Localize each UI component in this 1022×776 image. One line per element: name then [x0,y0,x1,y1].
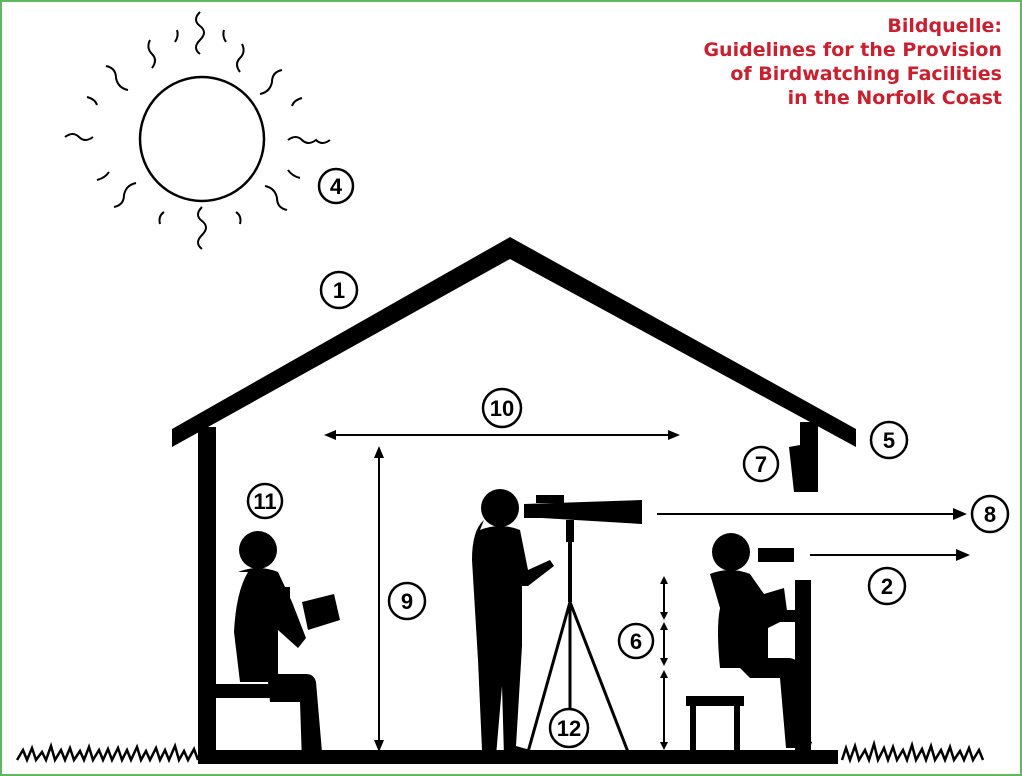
source-caption: Bildquelle: Guidelines for the Provision… [703,14,1002,110]
telescope [524,495,642,753]
label-5: 5 [869,420,909,460]
dimension-9-arrow [374,446,384,752]
view-line-2-arrow [810,549,970,561]
label-7: 7 [742,445,780,483]
stool-top [686,696,744,706]
view-line-8-arrow [657,508,967,520]
standing-observer-figure [472,489,554,756]
label-9: 9 [387,581,427,621]
floor [198,750,838,764]
seated-reader-figure [216,531,340,762]
label-12: 12 [548,707,590,749]
source-caption-line: Bildquelle: [887,15,1002,37]
label-6: 6 [617,622,655,660]
svg-text:2: 2 [881,574,893,599]
shutter [789,445,800,492]
right-wall-stub [800,422,818,492]
svg-text:8: 8 [984,502,996,527]
dimension-10-arrow [324,430,680,440]
source-caption-line: Guidelines for the Provision [703,39,1002,61]
label-4: 4 [317,167,355,205]
svg-text:4: 4 [330,174,343,199]
svg-text:10: 10 [490,396,514,421]
label-10: 10 [481,387,523,429]
book [302,594,340,630]
sun-icon [64,11,331,250]
grass-left [15,741,200,764]
svg-text:5: 5 [883,428,895,453]
source-caption-line: of Birdwatching Facilities [730,63,1002,85]
svg-text:6: 6 [630,629,642,654]
label-2: 2 [867,566,907,606]
source-caption-line: in the Norfolk Coast [787,87,1002,109]
svg-text:7: 7 [755,452,767,477]
svg-text:12: 12 [557,716,581,741]
binoculars [758,548,794,562]
svg-text:11: 11 [253,489,276,514]
seated-binocular-figure [686,533,812,752]
svg-text:1: 1 [333,278,345,303]
label-8: 8 [970,494,1010,534]
svg-text:9: 9 [401,589,413,614]
grass-right [840,739,985,764]
dimension-6-arrows [660,576,668,750]
label-1: 1 [319,270,359,310]
label-11: 11 [246,482,284,520]
left-wall [198,427,216,762]
bench [216,684,271,698]
